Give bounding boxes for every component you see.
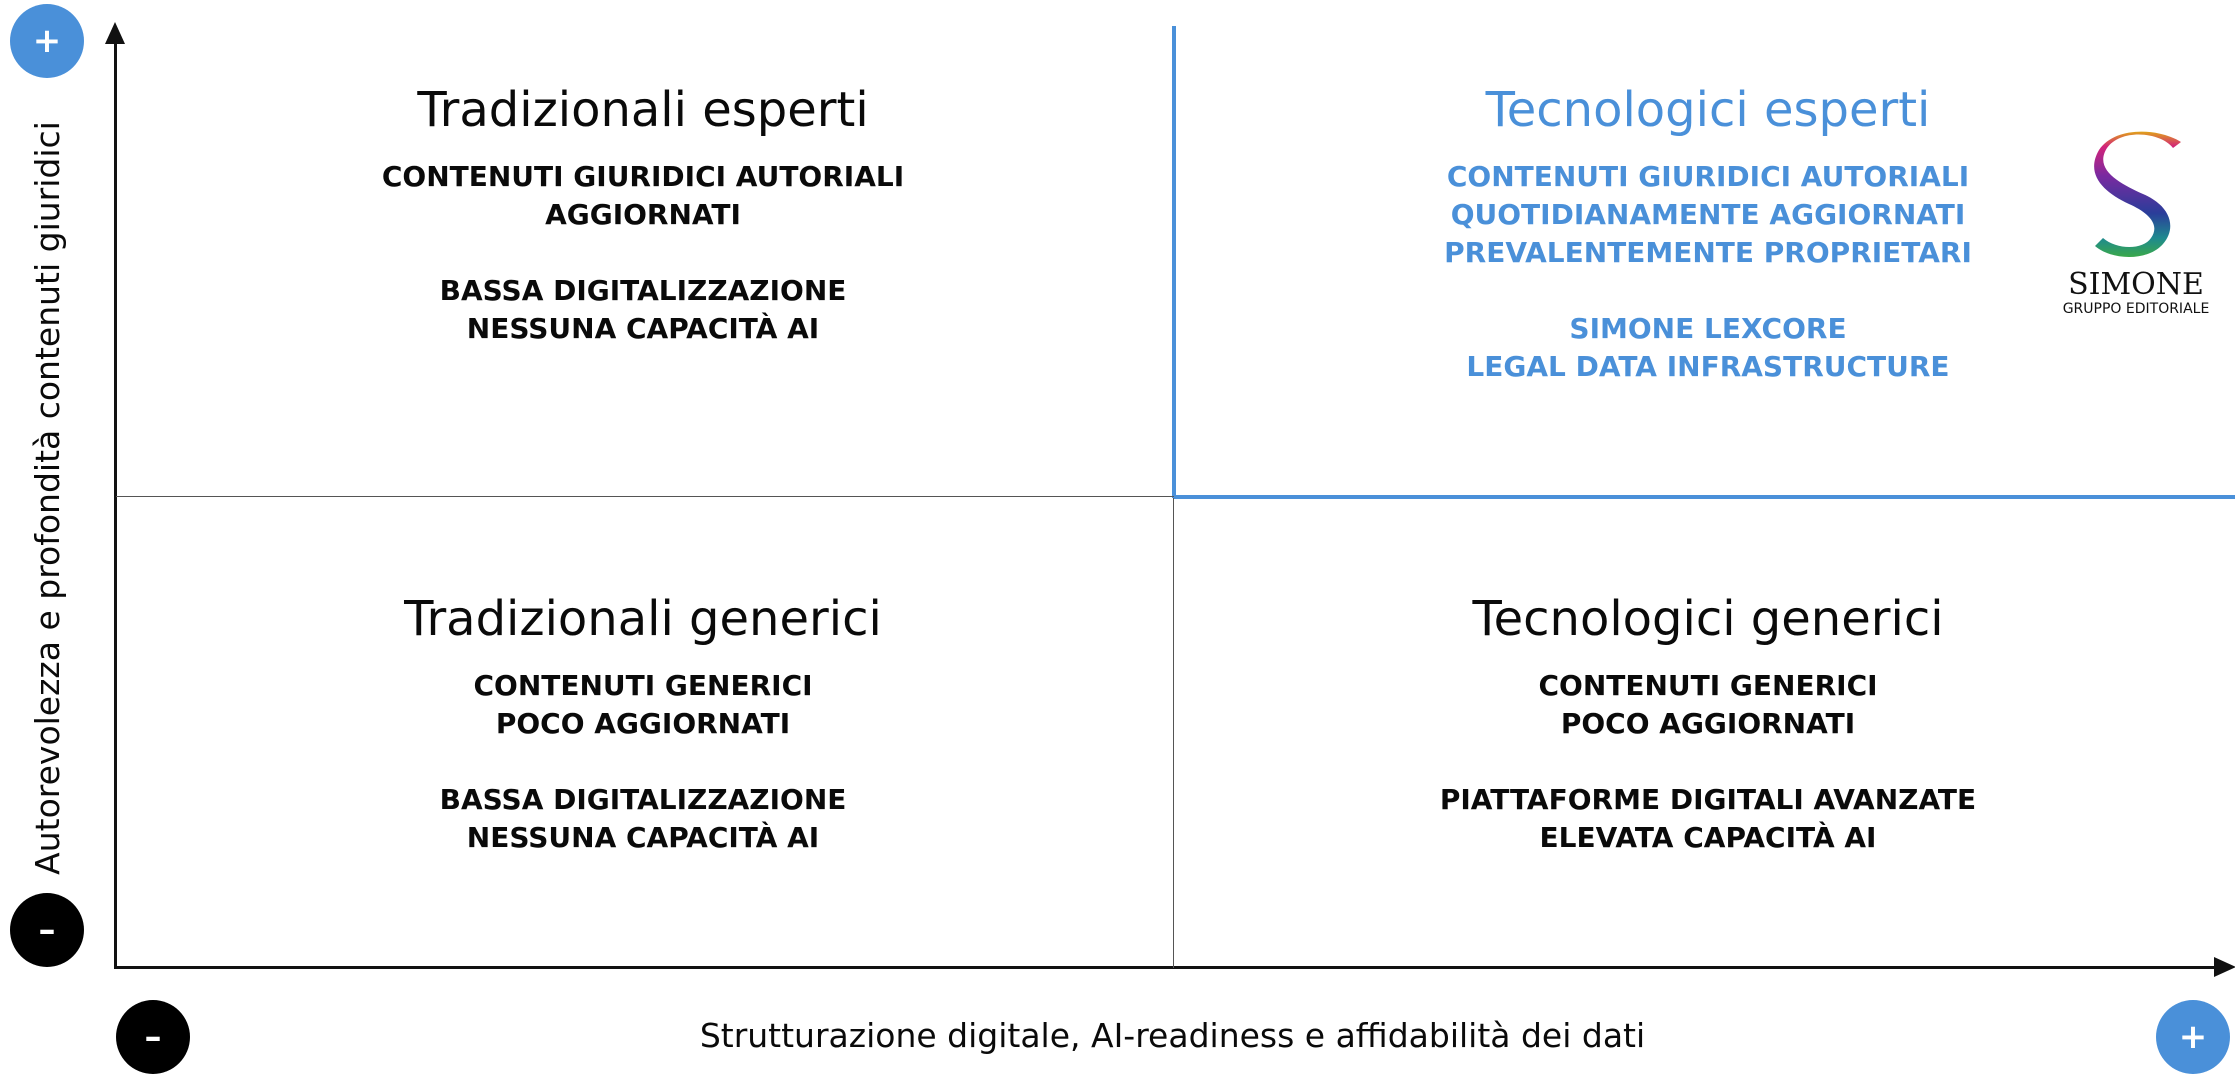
y-plus-label: +: [32, 21, 62, 61]
simone-logo: SIMONE GRUPPO EDITORIALE: [2056, 126, 2216, 326]
quadrant-bottom-left: Tradizionali generici CONTENUTI GENERICI…: [223, 587, 1063, 857]
divider-vertical-bottom: [1173, 498, 1174, 968]
quadrant-title: Tecnologici esperti: [1485, 82, 1931, 138]
divider-horizontal-left: [116, 496, 1174, 497]
x-minus-icon: –: [116, 1000, 190, 1074]
logo-name: SIMONE: [2068, 267, 2204, 302]
quadrant-title: Tradizionali generici: [404, 591, 882, 647]
quadrant-line: BASSA DIGITALIZZAZIONE: [439, 783, 847, 816]
quadrant-line: NESSUNA CAPACITÀ AI: [466, 312, 820, 345]
quadrant-title: Tecnologici generici: [1472, 591, 1944, 647]
quadrant-line: PREVALENTEMENTE PROPRIETARI: [1444, 236, 1972, 269]
quadrant-title: Tradizionali esperti: [417, 82, 869, 138]
quadrant-line: CONTENUTI GIURIDICI AUTORIALI: [1446, 160, 1970, 193]
quadrant-line: CONTENUTI GIURIDICI AUTORIALI: [381, 160, 905, 193]
quadrant-line: LEGAL DATA INFRASTRUCTURE: [1466, 350, 1950, 383]
simone-s-icon: [2094, 131, 2181, 257]
y-minus-label: –: [38, 910, 56, 950]
y-axis-label: Autorevolezza e profondità contenuti giu…: [28, 121, 67, 875]
x-plus-icon: +: [2156, 1000, 2230, 1074]
divider-horizontal-right: [1174, 495, 2235, 499]
quadrant-line: POCO AGGIORNATI: [1560, 707, 1856, 740]
x-axis-label: Strutturazione digitale, AI-readiness e …: [699, 1016, 1646, 1055]
y-minus-icon: –: [10, 893, 84, 967]
quadrant-line: NESSUNA CAPACITÀ AI: [466, 821, 820, 854]
quadrant-bottom-right: Tecnologici generici CONTENUTI GENERICI …: [1288, 587, 2128, 857]
quadrant-line: PIATTAFORME DIGITALI AVANZATE: [1439, 783, 1977, 816]
x-axis-arrow-icon: [2214, 957, 2235, 977]
quadrant-top-left: Tradizionali esperti CONTENUTI GIURIDICI…: [223, 78, 1063, 348]
divider-vertical-top: [1172, 26, 1176, 498]
quadrant-line: CONTENUTI GENERICI: [1538, 669, 1878, 702]
quadrant-line: ELEVATA CAPACITÀ AI: [1539, 821, 1877, 854]
quadrant-line: CONTENUTI GENERICI: [473, 669, 813, 702]
quadrant-line: BASSA DIGITALIZZAZIONE: [439, 274, 847, 307]
y-axis: [114, 34, 117, 969]
quadrant-line: POCO AGGIORNATI: [495, 707, 791, 740]
x-minus-label: –: [144, 1017, 162, 1057]
quadrant-line: SIMONE LEXCORE: [1569, 312, 1847, 345]
y-axis-arrow-icon: [105, 22, 125, 44]
logo-subtitle: GRUPPO EDITORIALE: [2062, 301, 2210, 317]
y-plus-icon: +: [10, 4, 84, 78]
quadrant-line: AGGIORNATI: [545, 198, 741, 231]
quadrant-top-right: Tecnologici esperti CONTENUTI GIURIDICI …: [1288, 78, 2128, 386]
x-plus-label: +: [2178, 1017, 2208, 1057]
x-axis: [114, 966, 2218, 969]
quadrant-line: QUOTIDIANAMENTE AGGIORNATI: [1450, 198, 1966, 231]
